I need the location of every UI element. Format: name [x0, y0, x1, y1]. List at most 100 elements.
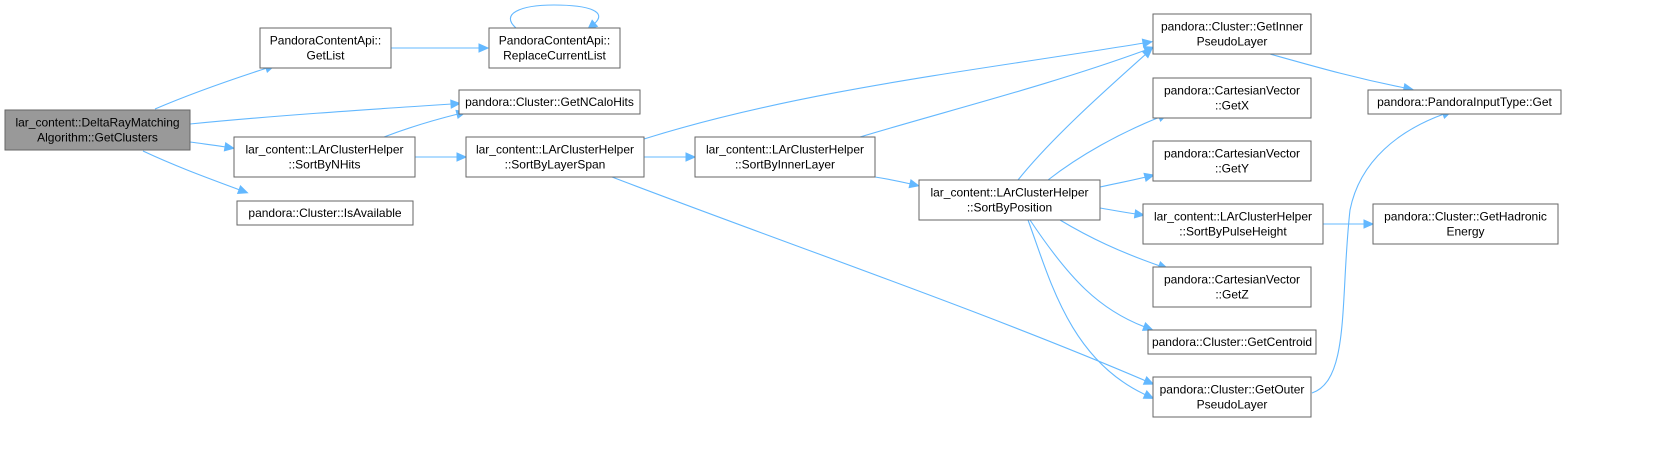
node-label: ReplaceCurrentList [503, 49, 606, 63]
node-innerlayer[interactable]: lar_content::LArClusterHelper::SortByInn… [694, 136, 876, 178]
node-label: pandora::CartesianVector [1164, 273, 1300, 287]
edge-layerspan-to-innerpseudo [643, 42, 1145, 140]
node-box [465, 136, 645, 178]
edge-arrowhead [1133, 209, 1146, 219]
edge-arrowhead [1142, 376, 1155, 385]
node-getlist[interactable]: PandoraContentApi::GetList [259, 27, 392, 69]
node-box [1367, 89, 1562, 115]
edge-position-to-getx [1047, 116, 1161, 181]
edge-arrowhead [1143, 172, 1155, 182]
node-box [236, 200, 414, 226]
node-layerspan[interactable]: lar_content::LArClusterHelper::SortByLay… [465, 136, 645, 178]
node-box [1152, 77, 1312, 119]
edge-arrowhead [1142, 390, 1155, 399]
edge-root-to-getlist [154, 67, 268, 110]
node-label: pandora::PandoraInputType::Get [1377, 95, 1552, 109]
node-box [259, 27, 392, 69]
node-label: ::GetZ [1215, 288, 1248, 302]
node-label: PseudoLayer [1197, 35, 1268, 49]
edge-arrowhead [223, 142, 236, 152]
node-label: lar_content::LArClusterHelper [930, 186, 1088, 200]
node-label: Energy [1446, 225, 1484, 239]
edge-innerlayer-to-position [874, 176, 912, 185]
node-getx[interactable]: pandora::CartesianVector::GetX [1152, 77, 1312, 119]
edge-position-to-innerpseudo [1017, 53, 1147, 181]
node-label: PandoraContentApi:: [499, 34, 610, 48]
edge-arrowhead [1141, 38, 1154, 48]
node-box [488, 27, 621, 69]
edge-outerpseudo-to-inputtype [1311, 113, 1445, 394]
node-sortbynhits[interactable]: lar_content::LArClusterHelper::SortByNHi… [233, 136, 416, 178]
edge-innerpseudo-to-inputtype [1269, 53, 1406, 89]
node-label: Algorithm::GetClusters [37, 131, 158, 145]
node-label: pandora::Cluster::IsAvailable [248, 206, 402, 220]
call-edges [142, 4, 1453, 399]
node-box [1152, 266, 1312, 308]
node-box [694, 136, 876, 178]
node-box [1152, 140, 1312, 182]
edge-position-to-centroid [1029, 219, 1146, 328]
edge-root-to-ncalohits [189, 103, 453, 125]
node-label: ::GetX [1215, 99, 1249, 113]
node-label: PandoraContentApi:: [270, 34, 381, 48]
edge-sortbynhits-to-ncalohits [383, 113, 459, 138]
node-label: lar_content::LArClusterHelper [476, 143, 634, 157]
node-label: lar_content::DeltaRayMatching [15, 116, 179, 130]
edge-replace-to-replace [509, 4, 600, 29]
node-label: ::GetY [1215, 162, 1249, 176]
node-box [918, 179, 1101, 221]
node-label: ::SortByNHits [288, 158, 360, 172]
edge-root-to-isavailable [142, 150, 241, 191]
node-label: ::SortByInnerLayer [735, 158, 835, 172]
edge-arrowhead [685, 152, 697, 162]
node-label: pandora::CartesianVector [1164, 84, 1300, 98]
node-label: PseudoLayer [1197, 398, 1268, 412]
edge-position-to-outerpseudo [1027, 219, 1147, 396]
node-box [1152, 376, 1312, 418]
edge-arrowhead [236, 185, 249, 194]
node-replace[interactable]: PandoraContentApi::ReplaceCurrentList [488, 27, 621, 69]
node-pulseheight[interactable]: lar_content::LArClusterHelper::SortByPul… [1142, 203, 1324, 245]
node-label: pandora::Cluster::GetHadronic [1384, 210, 1547, 224]
node-box [1142, 203, 1324, 245]
node-label: pandora::Cluster::GetCentroid [1152, 335, 1312, 349]
node-label: lar_content::LArClusterHelper [245, 143, 403, 157]
node-label: pandora::Cluster::GetNCaloHits [465, 95, 634, 109]
node-label: lar_content::LArClusterHelper [1154, 210, 1312, 224]
node-label: ::SortByPulseHeight [1179, 225, 1287, 239]
edge-layerspan-to-outerpseudo [611, 176, 1147, 382]
edge-arrowhead [478, 43, 490, 53]
edge-arrowhead [456, 152, 468, 162]
edge-root-to-sortbynhits [189, 141, 227, 148]
node-box [458, 89, 641, 115]
node-box [1152, 13, 1312, 55]
node-gety[interactable]: pandora::CartesianVector::GetY [1152, 140, 1312, 182]
edge-arrowhead [1141, 322, 1154, 331]
node-position[interactable]: lar_content::LArClusterHelper::SortByPos… [918, 179, 1101, 221]
node-box [4, 109, 191, 151]
node-label: ::SortByLayerSpan [505, 158, 606, 172]
edge-arrowhead [1363, 219, 1375, 229]
node-isavailable[interactable]: pandora::Cluster::IsAvailable [236, 200, 414, 226]
edge-position-to-gety [1099, 176, 1147, 188]
node-box [233, 136, 416, 178]
node-label: ::SortByPosition [967, 201, 1052, 215]
edge-position-to-getz [1059, 219, 1161, 267]
node-inputtype[interactable]: pandora::PandoraInputType::Get [1367, 89, 1562, 115]
edge-position-to-pulseheight [1099, 207, 1137, 215]
node-label: pandora::Cluster::GetOuter [1160, 383, 1305, 397]
node-box [1372, 203, 1559, 245]
node-root[interactable]: lar_content::DeltaRayMatchingAlgorithm::… [4, 109, 191, 151]
edge-arrowhead [1141, 47, 1153, 59]
node-centroid[interactable]: pandora::Cluster::GetCentroid [1147, 329, 1317, 355]
node-ncalohits[interactable]: pandora::Cluster::GetNCaloHits [458, 89, 641, 115]
edge-arrowhead [908, 179, 920, 189]
edge-innerlayer-to-innerpseudo [859, 49, 1147, 138]
node-getz[interactable]: pandora::CartesianVector::GetZ [1152, 266, 1312, 308]
edge-arrowhead [450, 99, 462, 109]
node-label: pandora::Cluster::GetInner [1161, 20, 1303, 34]
